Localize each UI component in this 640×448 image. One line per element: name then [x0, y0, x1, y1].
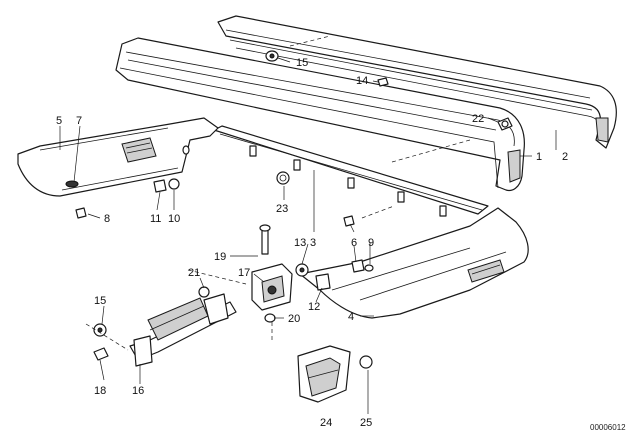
- callout-21: 21: [188, 267, 200, 279]
- callout-22: 22: [472, 113, 484, 125]
- callout-16: 16: [132, 385, 144, 397]
- bumper-main-bar: [115, 37, 525, 192]
- lower-bracket: [297, 345, 351, 403]
- hardware-parts: [75, 50, 513, 369]
- callout-7: 7: [76, 115, 82, 127]
- callout-12: 12: [308, 301, 320, 313]
- bumper-carrier: [213, 125, 489, 217]
- callout-5: 5: [56, 115, 62, 127]
- callout-24: 24: [320, 417, 332, 429]
- impact-absorber: [129, 293, 237, 367]
- callout-15-lower: 15: [94, 295, 106, 307]
- mounting-bracket: [251, 263, 293, 311]
- callout-10: 10: [168, 213, 180, 225]
- callout-25: 25: [360, 417, 372, 429]
- right-corner-cover: [299, 207, 529, 319]
- callout-labels: 1 2 3 4 5 6 7 8 9 10 11 12 13 14 15 15 1…: [56, 57, 626, 432]
- callout-20: 20: [288, 313, 300, 325]
- drawing-code: 00006012: [590, 423, 626, 432]
- callout-3: 3: [310, 237, 316, 249]
- callout-4: 4: [348, 311, 354, 323]
- callout-23: 23: [276, 203, 288, 215]
- callout-8: 8: [104, 213, 110, 225]
- left-corner-cover: [17, 117, 219, 197]
- callout-18: 18: [94, 385, 106, 397]
- callout-1: 1: [536, 151, 542, 163]
- callout-14: 14: [356, 75, 368, 87]
- callout-19: 19: [214, 251, 226, 263]
- callout-6: 6: [351, 237, 357, 249]
- callout-2: 2: [562, 151, 568, 163]
- callout-11: 11: [150, 213, 161, 225]
- bumper-upper-rail: [217, 15, 617, 149]
- callout-9: 9: [368, 237, 374, 249]
- callout-17: 17: [238, 267, 250, 279]
- assembly-lines: [85, 35, 471, 351]
- callout-13: 13: [294, 237, 306, 249]
- callout-15-upper: 15: [296, 57, 308, 69]
- callout-leaders: [59, 57, 557, 414]
